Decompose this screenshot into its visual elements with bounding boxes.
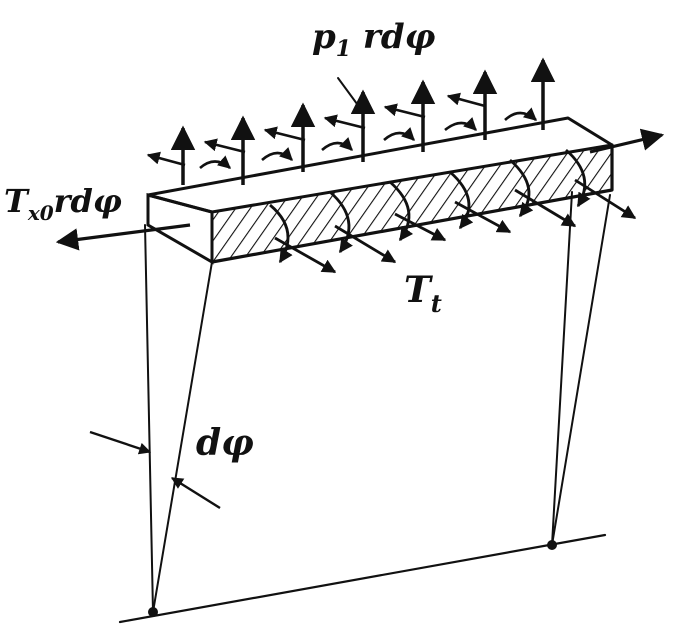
twisting-moment-arrows <box>269 148 637 274</box>
axial-force-label: Tx0rdφ <box>4 182 122 225</box>
normal-load-label: p1 rdφ <box>312 17 436 62</box>
load-label-leader <box>337 77 361 109</box>
base-line <box>118 533 607 624</box>
twisting-label: Tt <box>404 269 442 318</box>
angle-label: dφ <box>196 422 254 464</box>
ring-element-block <box>146 116 614 265</box>
radial-lines <box>144 191 611 613</box>
surface-shear-arrows <box>146 92 537 170</box>
angle-indicator <box>89 430 221 510</box>
axial-force-arrows <box>55 128 665 251</box>
center-point-left <box>148 607 158 617</box>
center-point-right <box>547 540 557 550</box>
